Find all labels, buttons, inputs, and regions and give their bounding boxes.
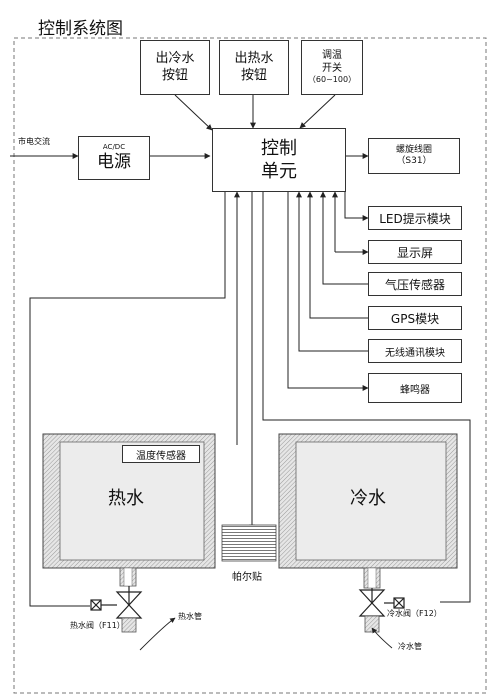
wireless-module-label: 无线通讯模块: [385, 347, 445, 359]
cold-pipe-pointer: [371, 627, 393, 649]
temp-switch-line3: （60~100）: [307, 75, 357, 84]
hot-button-box: 出热水 按钮: [219, 40, 289, 95]
diagram-title: 控制系统图: [38, 19, 123, 39]
cold-button-line1: 出冷水: [155, 51, 195, 67]
hot-valve-label: 热水阀（F11）: [70, 621, 125, 630]
power-caption: AC/DC: [102, 143, 126, 151]
power-label: 电源: [97, 151, 131, 172]
control-unit-line2: 单元: [261, 161, 297, 182]
temp-switch-line1: 调温: [322, 50, 342, 61]
coil-box: 螺旋线圈 （S31）: [368, 138, 460, 174]
control-unit-box: 控制 单元: [212, 128, 346, 192]
coil-line2: （S31）: [396, 156, 432, 166]
temperature-sensor-box: 温度传感器: [122, 445, 200, 463]
temp-switch-line2: 开关: [322, 62, 342, 74]
control-unit-line1: 控制: [261, 137, 297, 159]
gps-module-box: GPS模块: [368, 306, 462, 330]
cold-water-tank: [278, 433, 458, 589]
peltier-label: 帕尔贴: [232, 572, 262, 583]
coil-line1: 螺旋线圈: [395, 144, 432, 155]
hot-valve-symbol: [90, 586, 143, 633]
cold-pipe-label: 冷水管: [398, 642, 422, 651]
power-supply-box: AC/DC 电源: [78, 136, 150, 180]
hot-pipe-label: 热水管: [178, 612, 202, 621]
led-module-label: LED提示模块: [379, 211, 451, 226]
hot-tank-label: 热水: [108, 488, 144, 509]
peltier-element: [221, 524, 277, 562]
cold-valve-label: 冷水阀（F12）: [387, 609, 442, 618]
cold-valve-symbol: [358, 588, 405, 633]
hot-button-line1: 出热水: [234, 51, 274, 67]
connection-lines: [10, 94, 471, 607]
hot-pipe-pointer: [139, 617, 176, 651]
buzzer-box: 蜂鸣器: [368, 373, 462, 403]
pressure-sensor-label: 气压传感器: [384, 277, 445, 292]
led-module-box: LED提示模块: [368, 206, 462, 230]
cold-tank-label: 冷水: [350, 488, 386, 509]
pressure-sensor-box: 气压传感器: [368, 272, 462, 296]
temp-switch-box: 调温 开关 （60~100）: [301, 40, 363, 95]
buzzer-label: 蜂鸣器: [400, 384, 430, 396]
display-label: 显示屏: [396, 245, 433, 260]
outer-frame: [13, 37, 487, 694]
cold-button-box: 出冷水 按钮: [140, 40, 210, 95]
temperature-sensor-label: 温度传感器: [136, 450, 186, 462]
hot-button-line2: 按钮: [240, 67, 267, 83]
display-box: 显示屏: [368, 240, 462, 264]
gps-module-label: GPS模块: [390, 311, 440, 326]
cold-button-line2: 按钮: [161, 67, 188, 83]
wireless-module-box: 无线通讯模块: [368, 339, 462, 363]
mains-input-label: 市电交流: [18, 137, 50, 146]
